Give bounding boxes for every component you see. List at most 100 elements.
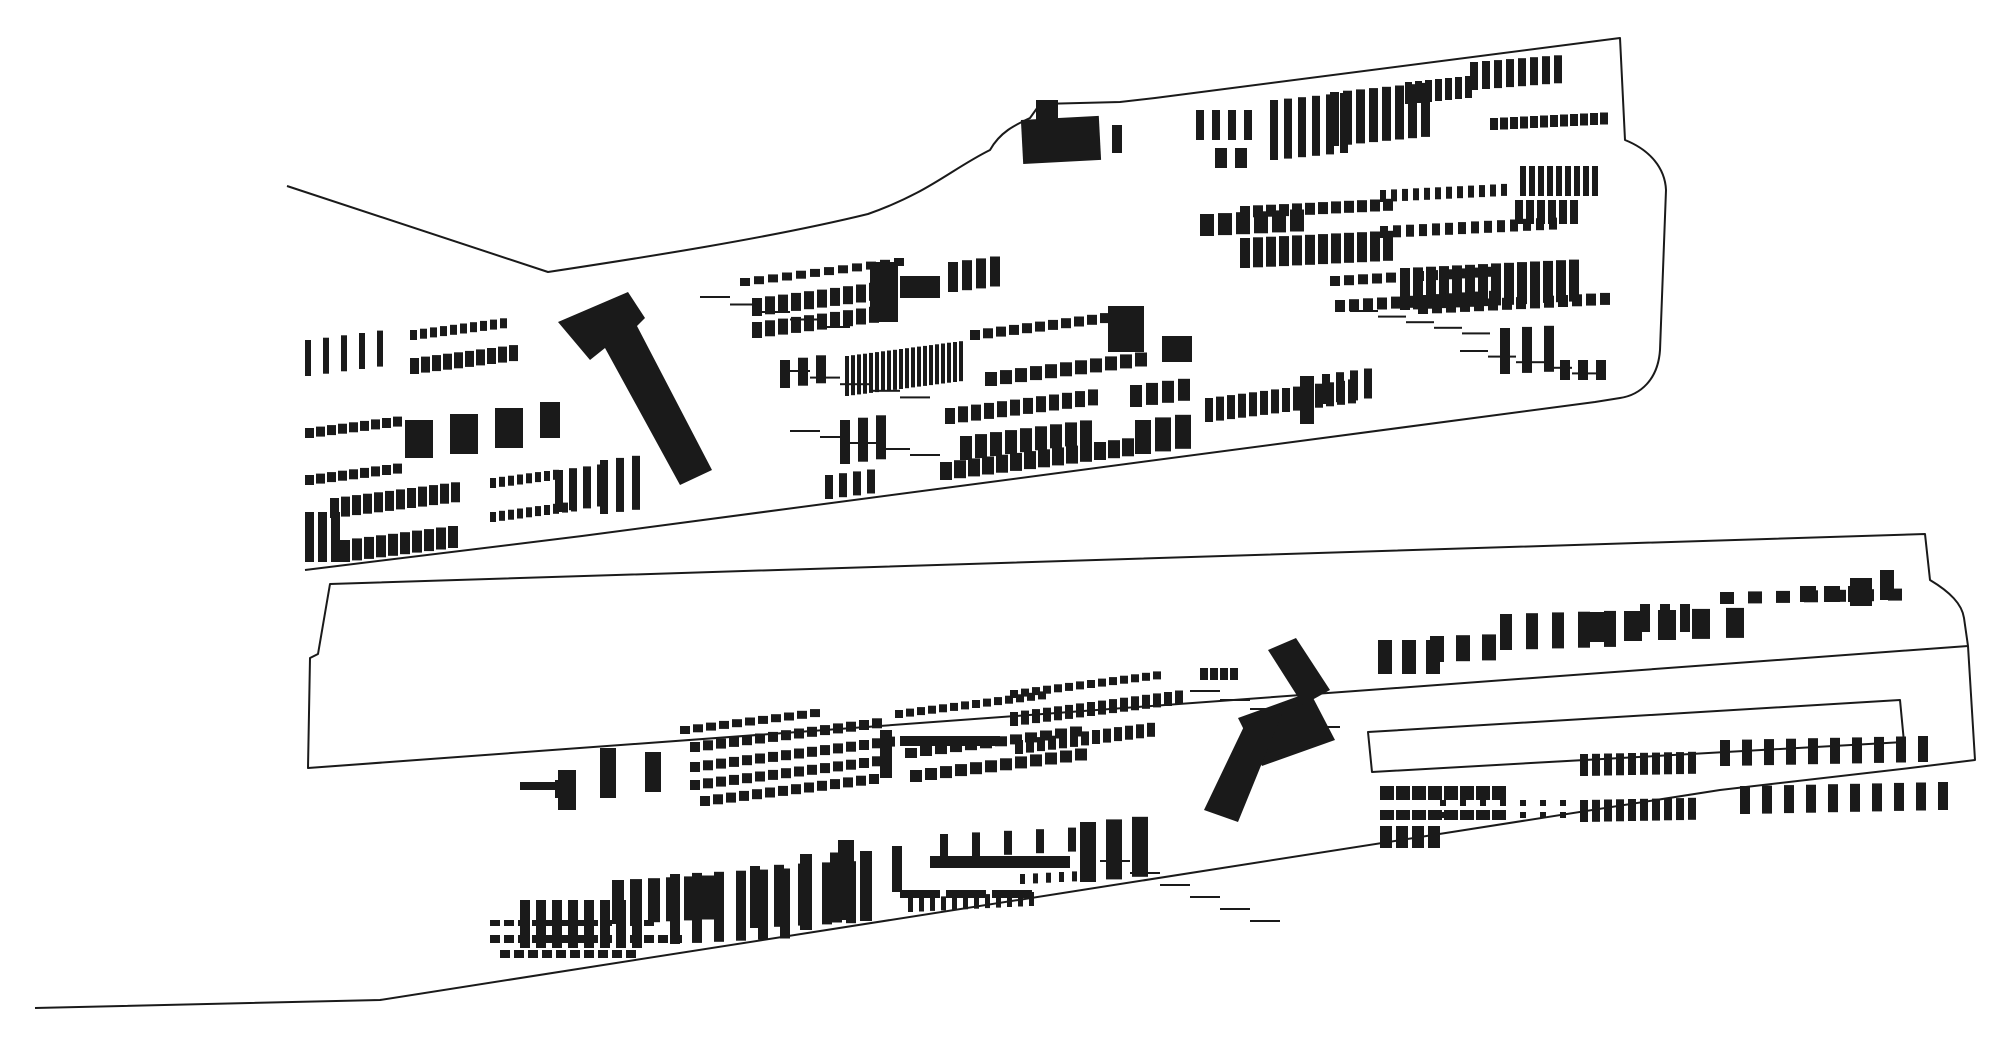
north-centre-row-116 <box>843 286 853 305</box>
north-centre-strip-153 <box>911 347 915 388</box>
north-far-east-hatch-452 <box>1406 321 1434 324</box>
north-far-east-row-403 <box>1391 296 1401 309</box>
south-centre-row-593 <box>985 760 997 773</box>
north-west-row-74 <box>508 475 514 486</box>
north-centre-row-199 <box>1075 391 1085 408</box>
north-far-east-strip-383 <box>1537 200 1545 224</box>
north-east-row-265 <box>1322 374 1330 404</box>
north-far-east-strip-283 <box>1356 89 1365 144</box>
north-centre-row-112 <box>791 292 801 311</box>
south-lower-hatch-830 <box>1190 896 1220 898</box>
north-far-east-hatch-450 <box>1350 310 1378 312</box>
south-centre-hatch-652 <box>1280 717 1310 719</box>
south-west-row-531 <box>872 738 882 749</box>
north-far-east-row-359 <box>1292 235 1302 266</box>
south-centre-row-632 <box>1015 740 1023 754</box>
middle-east-block-470 <box>1726 607 1744 638</box>
north-centre-row-123 <box>791 316 801 333</box>
north-centre-row-125 <box>817 313 827 330</box>
north-far-east-row-427 <box>1446 300 1456 313</box>
south-east-row-722 <box>1784 785 1794 814</box>
south-lower-row-742 <box>490 935 500 943</box>
south-east-row-715 <box>1830 737 1840 764</box>
north-west-row-73 <box>499 476 505 487</box>
south-lower-strip-771 <box>600 900 610 948</box>
south-lower-strip-782 <box>714 871 724 942</box>
north-top-block-annex <box>1036 100 1058 130</box>
south-west-row-513 <box>833 723 843 734</box>
south-lower-row-753 <box>644 935 654 943</box>
north-centre-row-174 <box>1087 314 1097 325</box>
north-west-row-55 <box>418 486 427 507</box>
north-east-row-253 <box>1238 393 1246 418</box>
north-west-row-17 <box>432 355 441 372</box>
south-centre-row-599 <box>1075 748 1087 761</box>
north-west-row-5 <box>410 330 417 340</box>
north-east-court-241 <box>1108 306 1144 352</box>
north-centre-row-134 <box>962 260 972 291</box>
south-west-block-490 <box>645 752 661 792</box>
north-centre-row-217 <box>1038 449 1050 468</box>
south-centre-row-563 <box>906 708 914 717</box>
south-west-row-561 <box>869 774 879 784</box>
south-west-row-519 <box>716 758 726 769</box>
north-far-east-strip-285 <box>1382 86 1391 141</box>
north-west-row-81 <box>499 510 505 521</box>
middle-east-row-481 <box>1800 586 1816 602</box>
south-east-row-727 <box>1894 782 1904 811</box>
north-centre-hatch-231 <box>910 454 940 456</box>
south-east-row-697 <box>1664 752 1672 775</box>
south-east-row-708 <box>1676 798 1684 821</box>
north-centre-row-111 <box>778 294 788 313</box>
north-centre-hatch-229 <box>850 442 880 444</box>
north-west-row-13 <box>490 319 497 330</box>
south-centre-small-647 <box>1220 668 1228 680</box>
north-centre-row-122 <box>778 318 788 335</box>
north-far-east-row-297 <box>1482 61 1490 89</box>
south-centre-row-633 <box>1026 738 1034 753</box>
north-east-row-254 <box>1249 392 1257 417</box>
south-centre-row-568 <box>961 701 969 710</box>
north-far-east-row-355 <box>1240 238 1250 268</box>
north-far-east-row-354 <box>1501 183 1507 196</box>
north-centre-row-183 <box>1060 362 1072 377</box>
south-centre-row-602 <box>1010 690 1018 698</box>
north-far-east-strip-323 <box>1583 166 1589 196</box>
north-centre-hatch-230 <box>880 448 910 450</box>
south-west-row-529 <box>846 741 856 752</box>
north-far-east-strip-282 <box>1343 90 1352 145</box>
north-centre-row-165 <box>970 330 980 340</box>
north-centre-row-204 <box>1005 430 1017 455</box>
south-lower-dots-817 <box>996 893 1001 908</box>
south-west-row-557 <box>817 780 827 791</box>
south-centre-row-629 <box>1153 693 1161 708</box>
north-centre-row-100 <box>782 272 792 281</box>
north-centre-hatch-234 <box>840 383 870 386</box>
north-far-east-row-414 <box>1439 266 1449 309</box>
north-far-east-row-424 <box>1569 259 1579 302</box>
south-centre-bar-601 <box>900 736 1000 746</box>
north-far-east-row-310 <box>1550 115 1558 127</box>
north-centre-row-193 <box>997 401 1007 418</box>
north-centre-row-162 <box>780 360 790 388</box>
south-east-row-714 <box>1808 738 1818 765</box>
north-west-row-49 <box>352 495 361 516</box>
south-east-row-654 <box>1380 786 1394 800</box>
south-west-row-491 <box>680 726 690 734</box>
south-centre-row-596 <box>1030 754 1042 767</box>
north-far-east-column-442 <box>1560 360 1570 380</box>
north-centre-row-126 <box>830 311 840 328</box>
south-east-dots-676 <box>1480 800 1486 806</box>
south-centre-row-584 <box>1025 732 1037 743</box>
north-far-east-strip-320 <box>1556 166 1562 196</box>
south-east-dots-679 <box>1540 800 1546 806</box>
north-centre-row-171 <box>1048 319 1058 330</box>
north-east-row-252 <box>1227 395 1235 420</box>
south-east-dots-674 <box>1440 800 1446 806</box>
south-lower-dots-816 <box>985 894 990 909</box>
north-west-row-86 <box>544 505 550 515</box>
north-centre-row-197 <box>1049 394 1059 411</box>
north-centre-row-170 <box>1035 321 1045 332</box>
north-centre-row-194 <box>1010 399 1020 416</box>
